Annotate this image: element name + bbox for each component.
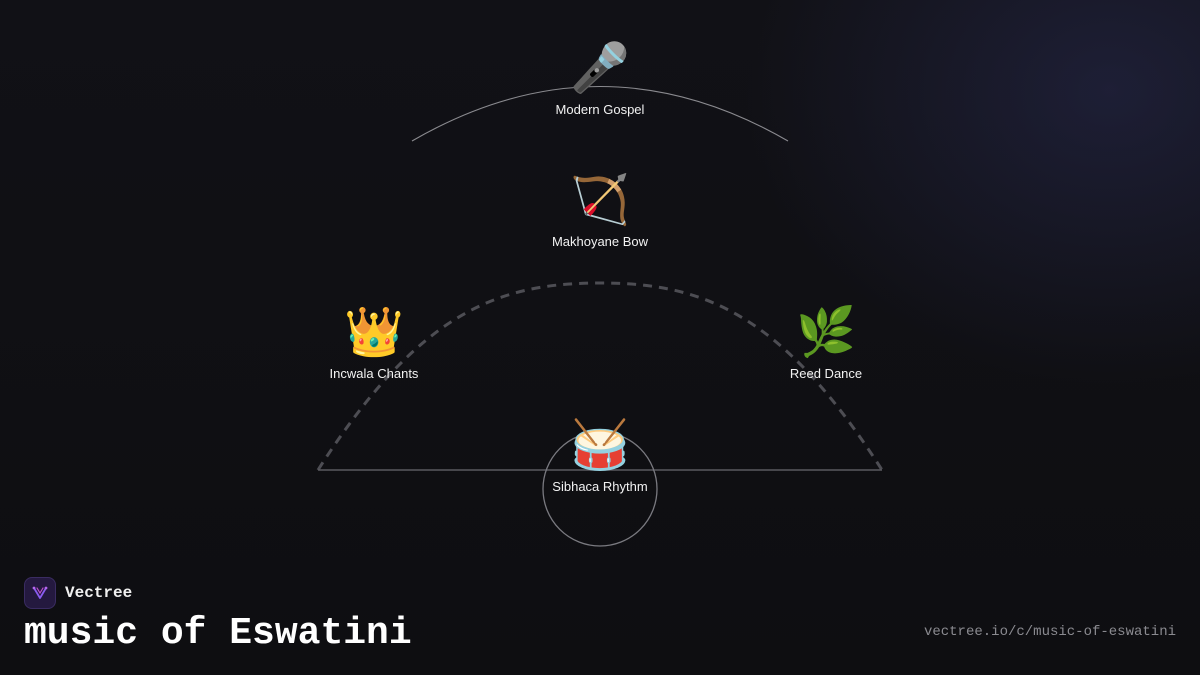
source-url[interactable]: vectree.io/c/music-of-eswatini	[923, 624, 1176, 640]
herb-icon: 🌿	[796, 304, 856, 360]
node-label: Makhoyane Bow	[551, 234, 649, 249]
node-label: Modern Gospel	[555, 102, 645, 117]
node-label: Reed Dance	[789, 366, 863, 381]
crown-icon: 👑	[344, 304, 404, 360]
node-label: Sibhaca Rhythm	[552, 479, 648, 494]
page-title: music of Eswatini	[24, 612, 412, 655]
node-sibhaca-rhythm[interactable]: 🥁 Sibhaca Rhythm	[510, 417, 690, 494]
vectree-logo-icon	[24, 577, 56, 609]
microphone-icon: 🎤	[570, 40, 630, 96]
node-reed-dance[interactable]: 🌿 Reed Dance	[736, 304, 916, 381]
node-incwala-chants[interactable]: 👑 Incwala Chants	[284, 304, 464, 381]
center-ring	[542, 431, 658, 547]
node-label: Incwala Chants	[329, 366, 419, 381]
bow-and-arrow-icon: 🏹	[570, 172, 630, 228]
brand[interactable]: Vectree	[24, 577, 132, 609]
drum-icon: 🥁	[570, 417, 630, 473]
node-makhoyane-bow[interactable]: 🏹 Makhoyane Bow	[510, 172, 690, 249]
brand-name: Vectree	[65, 584, 133, 602]
outer-arc	[411, 86, 789, 142]
dashed-arc	[316, 281, 884, 471]
node-modern-gospel[interactable]: 🎤 Modern Gospel	[510, 40, 690, 117]
